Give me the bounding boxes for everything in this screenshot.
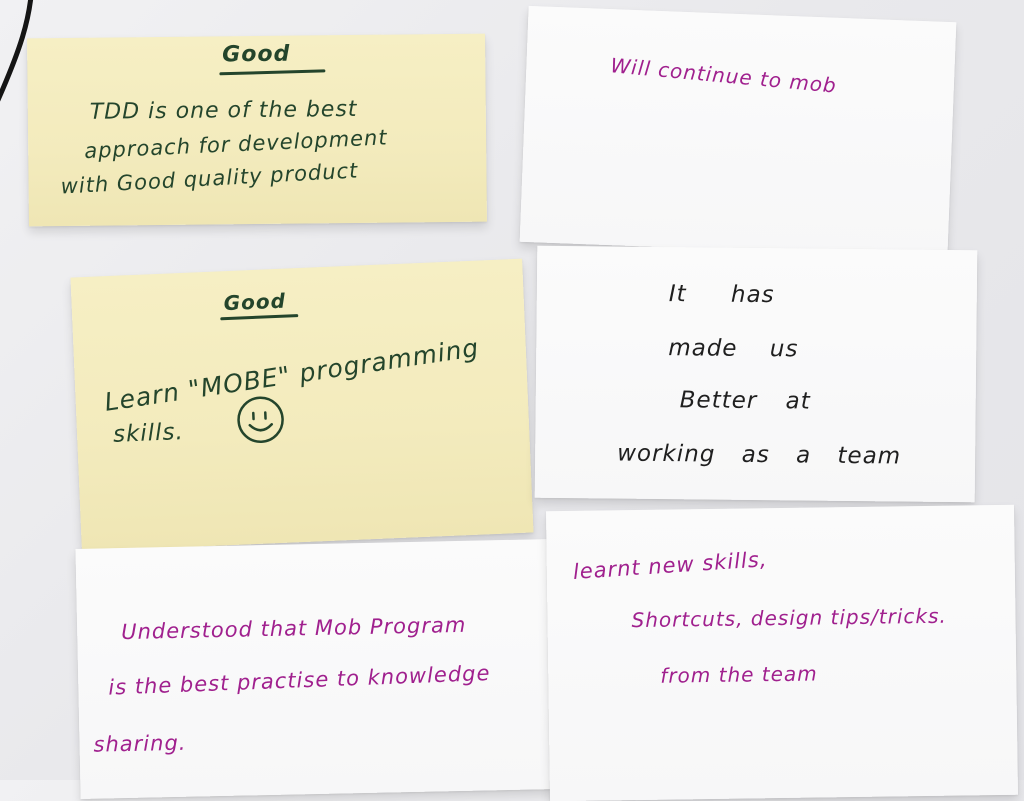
note-line: is the best practise to knowledge (108, 661, 491, 700)
note-line: It has (669, 281, 775, 308)
sticky-note-new-skills: learnt new skills, Shortcuts, design tip… (546, 505, 1018, 801)
note-line: Learn "MOBE" programming (103, 333, 481, 417)
sticky-note-better-team: It has made us Better at working as a te… (535, 246, 978, 503)
sticky-note-mob-skills: Good Learn "MOBE" programming skills. (70, 259, 533, 552)
note-line: approach for development (84, 125, 388, 163)
note-heading: Good (222, 42, 290, 68)
smiley-face-icon (231, 391, 289, 449)
sticky-note-continue-mob: Will continue to mob (520, 6, 957, 258)
heading-underline (220, 314, 298, 320)
note-line: TDD is one of the best (90, 97, 358, 125)
sticky-note-knowledge-sharing: Understood that Mob Program is the best … (75, 539, 556, 799)
note-line: skills. (113, 419, 185, 448)
note-line: Understood that Mob Program (121, 613, 467, 644)
note-line: working as a team (617, 441, 901, 470)
note-line: Shortcuts, design tips/tricks. (631, 604, 947, 632)
note-line: with Good quality product (60, 158, 359, 198)
heading-underline (219, 69, 325, 75)
note-line: made us (668, 335, 798, 362)
note-line: from the team (660, 662, 818, 688)
note-line: learnt new skills, (572, 547, 768, 584)
note-line: Will continue to mob (610, 53, 838, 97)
note-line: sharing. (93, 731, 186, 757)
note-heading: Good (223, 289, 286, 316)
sticky-note-tdd: Good TDD is one of the best approach for… (27, 34, 487, 227)
note-line: Better at (680, 387, 811, 414)
